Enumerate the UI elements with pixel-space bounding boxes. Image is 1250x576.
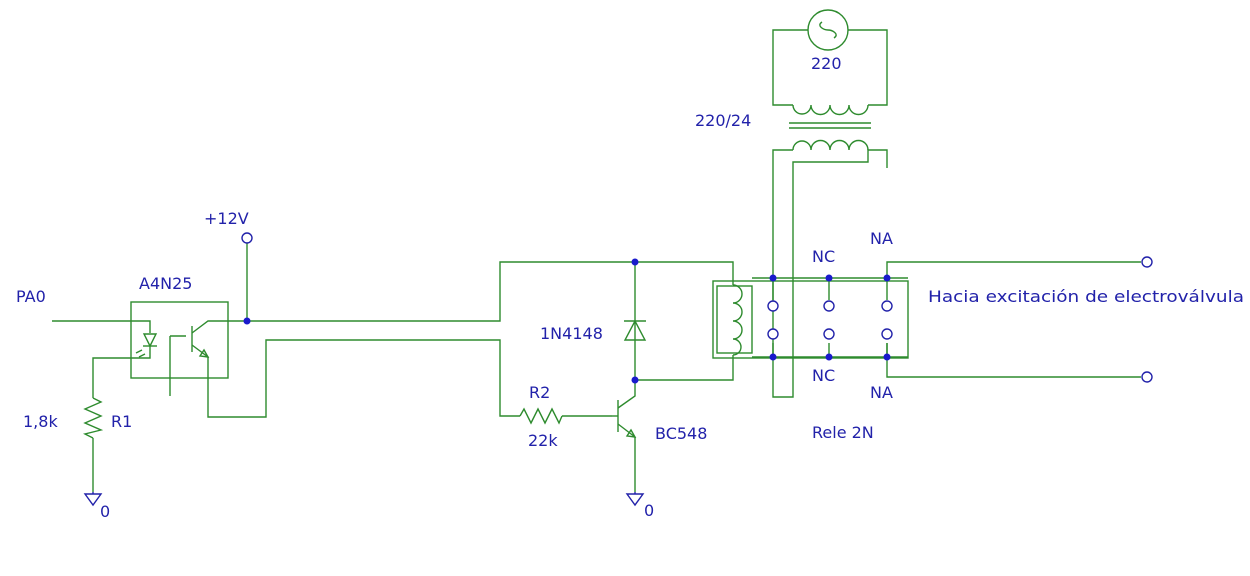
resistor-r2 [519, 407, 563, 425]
label-r2-name: R2 [529, 383, 550, 402]
junctions [243, 258, 891, 384]
label-nc-top: NC [812, 247, 835, 266]
label-gnd-left: 0 [100, 502, 110, 521]
wires [52, 29, 1141, 492]
label-r2-value: 22k [528, 431, 558, 450]
label-transformer: 220/24 [695, 111, 751, 130]
transformer [789, 104, 871, 151]
ground-left [83, 492, 103, 507]
relay [712, 277, 909, 359]
label-r1-value: 1,8k [23, 412, 58, 431]
label-diode: 1N4148 [540, 324, 603, 343]
vcc-terminal [241, 232, 253, 244]
label-r1-name: R1 [111, 412, 132, 431]
label-optocoupler: A4N25 [139, 274, 192, 293]
label-output: Hacia excitación de electroválvula [928, 287, 1244, 306]
transistor-bc548 [612, 380, 637, 438]
output-terminal-bottom [1141, 371, 1153, 383]
label-relay: Rele 2N [812, 423, 874, 442]
label-vcc: +12V [204, 209, 249, 228]
resistor-r1 [82, 397, 104, 439]
diode-1n4148 [623, 319, 647, 341]
output-terminal-top [1141, 256, 1153, 268]
label-na-top: NA [870, 229, 893, 248]
label-nc-bottom: NC [812, 366, 835, 385]
terminals [241, 232, 1153, 383]
ground-mid [625, 492, 645, 507]
label-na-bottom: NA [870, 383, 893, 402]
label-ac-source: 220 [811, 54, 842, 73]
label-transistor: BC548 [655, 424, 707, 443]
ac-source [807, 9, 849, 51]
label-gnd-mid: 0 [644, 501, 654, 520]
optocoupler-a4n25 [130, 301, 229, 396]
labels: PA0 A4N25 +12V 1,8k R1 0 1N4148 R2 22k B… [16, 54, 1244, 521]
label-pa0: PA0 [16, 287, 46, 306]
